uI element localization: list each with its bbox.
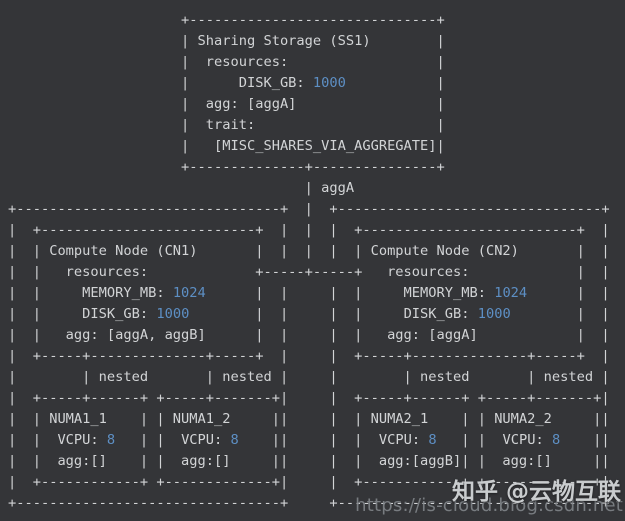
diagram-line: | +--------------------------+ | | | +--…: [8, 222, 610, 238]
diagram-line: | DISK_GB: 1000 |: [8, 75, 445, 91]
diagram-line: | aggA: [8, 180, 355, 196]
diagram-line: +--------------------------------+ | +--…: [8, 201, 610, 217]
diagram-line: +------------------------------+: [8, 12, 445, 28]
diagram-line: | resources: |: [8, 54, 445, 70]
diagram-line: | | DISK_GB: 1000 | | | | DISK_GB: 1000 …: [8, 306, 610, 322]
resource-amount: 1000: [477, 306, 511, 322]
diagram-line: +--------------+---------------+: [8, 159, 445, 175]
diagram-line: | | resources: +-----+-----+ resources: …: [8, 264, 610, 280]
diagram-line: | | Compute Node (CN1) | | | | | Compute…: [8, 243, 610, 259]
diagram-line: | Sharing Storage (SS1) |: [8, 33, 445, 49]
resource-amount: 8: [428, 432, 437, 448]
resource-amount: 1024: [494, 285, 528, 301]
watermark-zhihu: 知乎 @云物互联: [451, 479, 621, 505]
watermark-url: https://is-cloud.blog.csdn.net: [355, 495, 623, 516]
resource-amount: 1000: [156, 306, 190, 322]
diagram-line: | +-----+------+ +-----+-------+| | +---…: [8, 390, 610, 406]
diagram-line: | | MEMORY_MB: 1024 | | | | MEMORY_MB: 1…: [8, 285, 610, 301]
diagram-line: +--------------------------------+ +----…: [8, 495, 610, 511]
diagram-line: | agg: [aggA] |: [8, 96, 445, 112]
resource-amount: 1024: [172, 285, 206, 301]
diagram-line: | | agg: [aggA, aggB] | | | | agg: [aggA…: [8, 327, 610, 343]
ascii-topology-diagram: +------------------------------+ | Shari…: [8, 10, 610, 514]
diagram-line: | | nested | nested | | | nested | neste…: [8, 369, 610, 385]
resource-amount: 8: [230, 432, 239, 448]
diagram-line: | [MISC_SHARES_VIA_AGGREGATE]|: [8, 138, 445, 154]
resource-amount: 8: [106, 432, 116, 448]
resource-amount: 8: [551, 432, 561, 448]
diagram-line: | | NUMA1_1 | | NUMA1_2 || | | NUMA2_1 |…: [8, 411, 610, 427]
diagram-line: | +-----+--------------+-----+ | | +----…: [8, 348, 610, 364]
diagram-line: | trait: |: [8, 117, 445, 133]
diagram-line: | | agg:[] | | agg:[] || | | agg:[aggB]|…: [8, 453, 610, 469]
diagram-line: | +------------+ +-------------+| | +---…: [8, 474, 610, 490]
diagram-line: | | VCPU: 8 | | VCPU: 8 || | | VCPU: 8 |…: [8, 432, 610, 448]
resource-amount: 1000: [312, 75, 346, 91]
